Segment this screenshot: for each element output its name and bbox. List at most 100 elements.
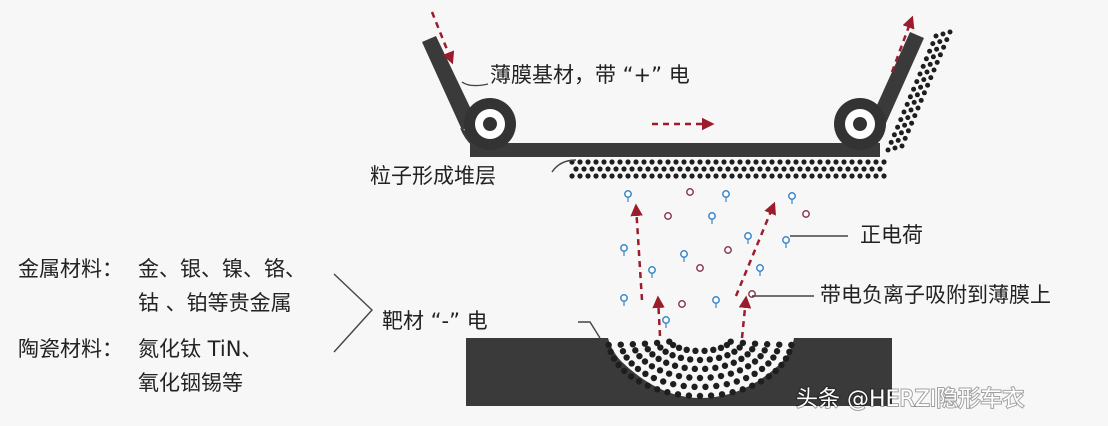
deposited-particle (665, 173, 671, 179)
deposited-particle (881, 159, 887, 165)
deposited-particle (757, 166, 763, 172)
watermark: 头条 @HERZI隐形车衣 (796, 387, 1024, 412)
target-particle (751, 358, 759, 365)
deposited-particle (925, 82, 931, 88)
deposited-particle (745, 173, 751, 179)
deposited-particle (781, 166, 787, 172)
target-particle (621, 367, 628, 375)
negative-ion (802, 210, 810, 218)
deposited-particle (941, 44, 947, 50)
sputter-arrow-2 (652, 295, 665, 337)
deposited-particle (641, 173, 647, 179)
deposited-particle (769, 159, 775, 165)
deposited-particle (841, 173, 847, 179)
target-particle (665, 370, 673, 377)
target-particle (761, 347, 768, 354)
target-particle (607, 348, 614, 356)
deposited-particle (891, 132, 897, 138)
deposited-particle (928, 75, 934, 81)
target-particle (610, 355, 618, 362)
deposited-particle (841, 159, 847, 165)
target-particle (696, 356, 704, 364)
deposited-particle (923, 56, 929, 62)
target-particle (669, 352, 676, 359)
target-particle (619, 348, 627, 355)
target-particle (691, 383, 698, 391)
target-particle (782, 355, 790, 362)
deposited-particle (909, 120, 915, 126)
deposited-particle (581, 166, 587, 172)
target-particle (765, 360, 772, 367)
deposited-particle (801, 159, 807, 165)
deposited-particle (681, 173, 687, 179)
target-particle (623, 354, 630, 361)
deposited-particle (895, 124, 901, 130)
left-roller (464, 98, 516, 150)
ceramic-material-title: 陶瓷材料： (18, 337, 123, 361)
deposited-particle (877, 166, 883, 172)
deposited-particle (697, 159, 703, 165)
deposited-particle (793, 159, 799, 165)
target-particle (757, 352, 764, 360)
target-label: 靶材 “-” 电 (382, 309, 488, 333)
deposited-particle (673, 159, 679, 165)
target-block (466, 338, 892, 406)
deposited-particle (585, 173, 591, 179)
deposited-particle (845, 166, 851, 172)
target-particle (744, 351, 751, 358)
target-particle (669, 341, 677, 349)
target-particle (634, 365, 642, 373)
deposited-particle (833, 159, 839, 165)
deposited-particle (885, 147, 891, 153)
deposited-particle (633, 159, 639, 165)
deposited-particle (749, 166, 755, 172)
target-particle (738, 355, 745, 363)
target-particle (739, 339, 747, 347)
deposited-particle (713, 173, 719, 179)
target-particle (778, 361, 785, 369)
target-particle (674, 391, 682, 398)
outbound-film-arrow (890, 15, 915, 73)
deposited-particle (569, 173, 575, 179)
negative-ion (696, 264, 704, 272)
deposited-particle (869, 166, 875, 172)
deposited-particle (833, 173, 839, 179)
target-particle (730, 359, 737, 366)
deposited-particle (873, 159, 879, 165)
deposited-particle (914, 79, 920, 85)
deposited-particle (677, 166, 683, 172)
deposited-particle (737, 159, 743, 165)
deposited-particle (904, 101, 910, 107)
deposited-particle (873, 173, 879, 179)
target-particle (706, 356, 713, 363)
deposited-particle (920, 63, 926, 69)
deposited-particle (825, 173, 831, 179)
target-particle (644, 345, 651, 353)
deposited-particle (937, 39, 943, 45)
target-particle (757, 378, 765, 385)
target-particle (627, 373, 635, 380)
positive-ion (620, 294, 628, 302)
deposited-particle (681, 159, 687, 165)
target-particle (650, 374, 658, 382)
positive-ion (708, 212, 716, 220)
positive-ion (788, 192, 796, 200)
target-particle (701, 365, 709, 373)
positive-ion (680, 250, 688, 258)
target-particle (701, 347, 708, 355)
deposited-particle (685, 166, 691, 172)
target-particle (615, 361, 622, 369)
deposited-particle (617, 173, 623, 179)
deposited-particle (817, 173, 823, 179)
deposited-particle (629, 166, 635, 172)
deposited-particle (609, 173, 615, 179)
deposited-particle (853, 166, 859, 172)
deposited-particle (705, 159, 711, 165)
deposited-particle (911, 86, 917, 92)
deposited-particle (725, 166, 731, 172)
deposited-particle (789, 166, 795, 172)
target-particle (773, 348, 781, 355)
target-particle (641, 358, 649, 365)
target-particle (770, 354, 777, 361)
leader-lines (333, 81, 848, 353)
